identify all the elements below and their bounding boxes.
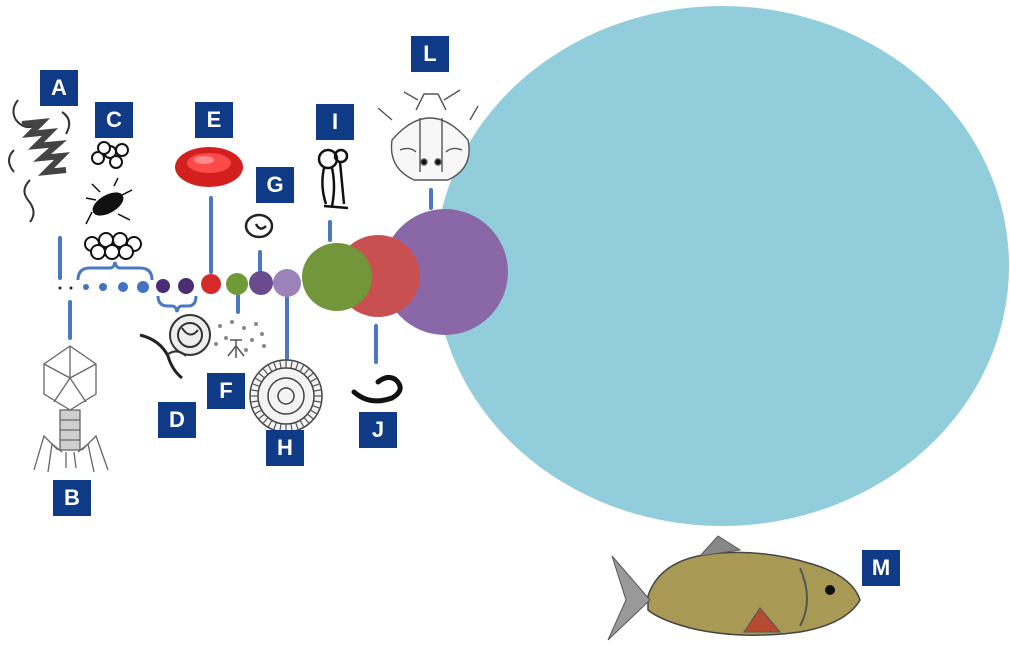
bacteriophage-icon bbox=[34, 346, 108, 472]
diatom-icon bbox=[250, 360, 322, 432]
scale-dot-c4 bbox=[137, 281, 149, 293]
label-d: D bbox=[158, 402, 196, 438]
label-j: J bbox=[359, 412, 397, 448]
label-f: F bbox=[207, 373, 245, 409]
label-m: M bbox=[862, 550, 900, 586]
scale-dot-c2 bbox=[99, 283, 107, 291]
bracket-c bbox=[78, 262, 152, 280]
label-e: E bbox=[195, 102, 233, 138]
spore-icon bbox=[214, 320, 266, 358]
label-c: C bbox=[95, 102, 133, 138]
scale-dot-f bbox=[226, 273, 248, 295]
scale-dot-c1 bbox=[83, 284, 89, 290]
scale-dot-a bbox=[59, 287, 62, 290]
label-i: I bbox=[316, 104, 354, 140]
protein-icon bbox=[9, 100, 69, 222]
nematode-icon bbox=[354, 377, 400, 400]
ciliate-icon bbox=[246, 215, 272, 237]
scale-dot-g bbox=[249, 271, 273, 295]
label-b: B bbox=[53, 480, 91, 516]
scale-dot-h bbox=[273, 269, 301, 297]
label-g: G bbox=[256, 167, 294, 203]
scale-dot-d1 bbox=[156, 279, 170, 293]
scale-dot-c3 bbox=[118, 282, 128, 292]
label-a: A bbox=[40, 70, 78, 106]
scale-dot-b bbox=[70, 287, 73, 290]
bacteria-icon bbox=[85, 142, 141, 259]
scale-dot-d2 bbox=[178, 278, 194, 294]
label-h: H bbox=[266, 430, 304, 466]
piranha-icon bbox=[608, 536, 860, 640]
scale-circle-m bbox=[435, 6, 1009, 526]
scale-dot-e bbox=[201, 274, 221, 294]
copepod-larva-icon bbox=[378, 90, 478, 180]
scale-circle-i bbox=[302, 243, 372, 311]
red-blood-cell-icon bbox=[175, 147, 243, 187]
fungus-icon bbox=[319, 150, 348, 208]
protozoa-icon bbox=[140, 315, 210, 378]
label-l: L bbox=[411, 36, 449, 72]
bracket-d bbox=[158, 296, 196, 312]
size-scale-series bbox=[59, 209, 509, 335]
